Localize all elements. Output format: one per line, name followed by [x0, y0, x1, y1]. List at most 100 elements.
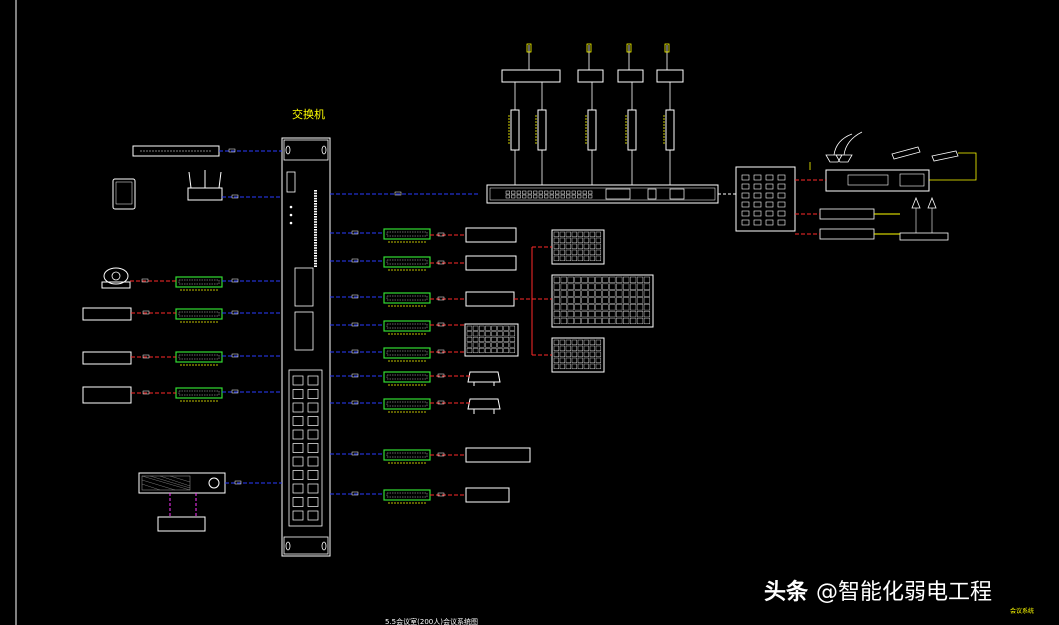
- led-cell: [616, 311, 623, 318]
- led-cell: [629, 283, 637, 290]
- led-cell: [571, 255, 578, 262]
- wire-tag: [437, 492, 445, 497]
- matrix-port: [511, 194, 516, 199]
- led-cell: [553, 311, 560, 318]
- led-cell: [583, 357, 590, 364]
- led-cell: [589, 339, 596, 346]
- led-cell: [491, 336, 497, 342]
- led-cell: [466, 348, 473, 354]
- led-cell: [589, 255, 596, 262]
- network-switch: 交换机: [281, 107, 331, 557]
- matrix-port: [588, 190, 593, 195]
- led-cell: [567, 290, 574, 297]
- encoder-frame: [383, 398, 431, 410]
- wire-tag: [437, 349, 445, 354]
- led-cell: [553, 304, 560, 311]
- led-cell: [574, 297, 581, 304]
- controller-key: [777, 201, 786, 208]
- matrix-port: [522, 190, 527, 195]
- led-cell: [509, 325, 516, 331]
- amplifier-unit: [825, 169, 930, 192]
- matrix-port: [560, 194, 565, 199]
- output-box-2: [465, 255, 517, 271]
- led-cell: [565, 363, 572, 370]
- encoder-frame: [383, 347, 431, 359]
- side-port-led: [314, 203, 317, 205]
- wire-tag: [142, 390, 150, 395]
- wire-tag: [231, 194, 239, 199]
- led-cell: [595, 304, 602, 311]
- led-cell: [503, 336, 509, 342]
- led-cell: [577, 345, 584, 352]
- mic-receiver-box: [577, 69, 604, 83]
- audio-matrix-processor: [486, 184, 719, 204]
- led-cell: [589, 357, 596, 364]
- led-cell: [565, 345, 572, 352]
- led-cell: [574, 311, 581, 318]
- microphone-icon: [825, 131, 863, 163]
- led-frame: [464, 323, 519, 357]
- side-port-led: [314, 197, 317, 200]
- led-cell: [583, 339, 590, 346]
- side-port-led: [314, 242, 317, 244]
- led-cell: [553, 297, 560, 304]
- led-cell: [553, 276, 560, 283]
- led-cell: [595, 243, 602, 250]
- led-cell: [567, 297, 574, 304]
- side-port-led: [314, 229, 317, 231]
- led-cell: [589, 237, 596, 244]
- led-cell: [623, 311, 630, 318]
- led-cell: [560, 304, 567, 311]
- led-cell: [589, 243, 596, 250]
- led-cell: [616, 297, 623, 304]
- left-encoder: [175, 351, 223, 366]
- switch-port: [307, 402, 319, 413]
- led-cell: [602, 304, 609, 311]
- led-cell: [559, 243, 566, 250]
- led-cell: [491, 331, 497, 337]
- encoder-ports: [178, 279, 220, 285]
- dsp-box-2: [819, 228, 875, 240]
- switch-port: [292, 375, 304, 386]
- wire-tag: [351, 258, 359, 263]
- encoder-frame: [383, 256, 431, 268]
- switch-port: [292, 416, 304, 426]
- led-cell: [553, 249, 560, 256]
- right-encoder: [383, 256, 431, 271]
- switch-port: [292, 429, 304, 440]
- encoder-ports: [386, 350, 428, 356]
- switch-port: [307, 510, 319, 521]
- wire-tag: [234, 480, 242, 485]
- matrix-port: [505, 194, 510, 199]
- led-cell: [485, 342, 491, 348]
- led-cell: [588, 311, 595, 318]
- led-cell: [560, 276, 567, 283]
- controller-key: [741, 210, 750, 217]
- wire-tag: [437, 373, 445, 378]
- switch-port: [307, 483, 319, 494]
- led-cell: [643, 276, 651, 283]
- led-cell: [497, 348, 503, 354]
- encoder-frame: [175, 351, 223, 363]
- led-cell: [629, 276, 637, 283]
- matrix-port: [527, 190, 532, 195]
- encoder-frame: [383, 292, 431, 304]
- switch-port: [307, 429, 319, 440]
- wire-tag: [351, 349, 359, 354]
- led-cell: [616, 317, 623, 325]
- led-cell: [643, 283, 651, 290]
- wire-tag: [351, 230, 359, 235]
- watermark-handle: @智能化弱电工程: [816, 580, 993, 605]
- controller-key: [741, 174, 750, 181]
- switch-port: [307, 470, 319, 480]
- led-cell: [509, 331, 516, 337]
- controller-key: [741, 219, 750, 226]
- output-box-4: [465, 447, 531, 463]
- controller-key: [777, 192, 786, 199]
- switch-port: [292, 510, 304, 521]
- led-cell: [565, 243, 572, 250]
- side-port-led: [314, 231, 317, 234]
- led-cell: [466, 331, 473, 337]
- led-cell: [609, 290, 616, 297]
- output-box-1: [465, 227, 517, 243]
